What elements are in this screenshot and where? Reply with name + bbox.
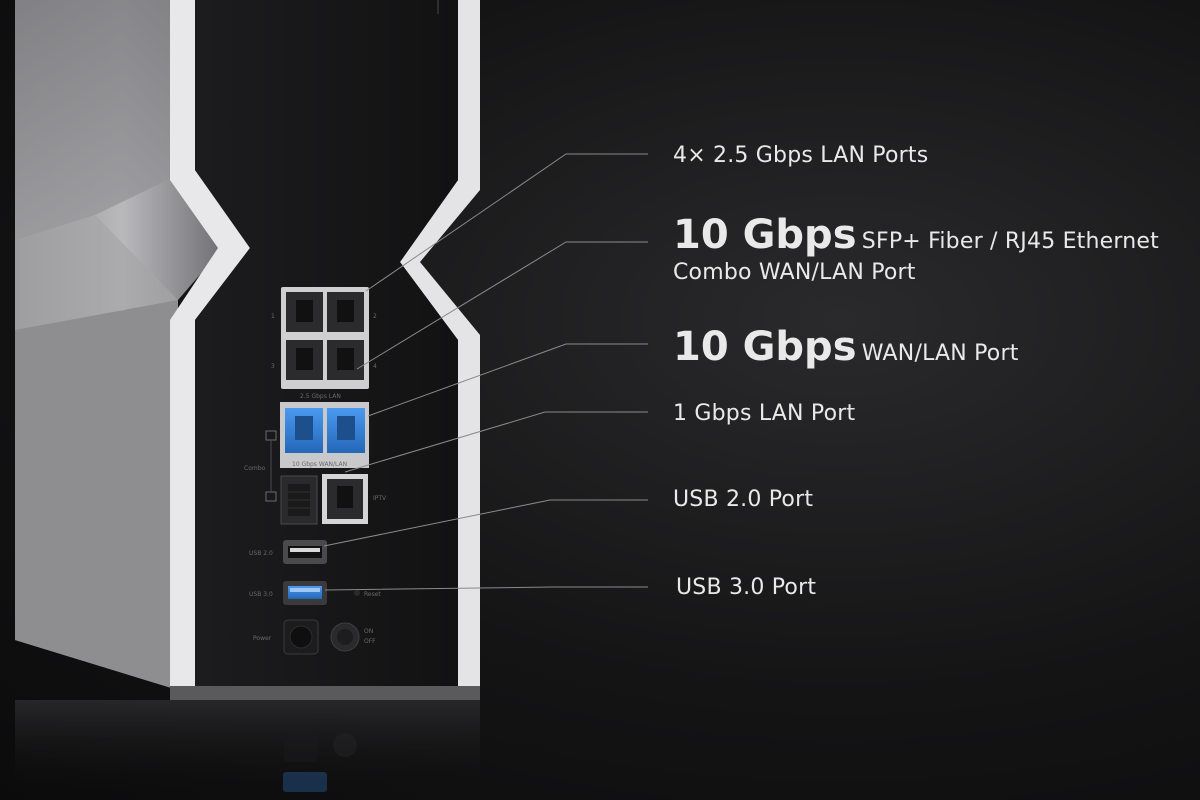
callout-lan-2-5g: 4× 2.5 Gbps LAN Ports [673,143,929,168]
port-label-4: 4 [373,363,377,370]
leader-usb2 [323,499,648,547]
callout-sfp-combo: 10 Gbps SFP+ Fiber / RJ45 Ethernet Combo… [673,212,1159,285]
on-label: ON [364,628,373,635]
usb2-device-label: USB 2.0 [249,550,273,557]
combo-label: Combo [244,465,266,472]
off-label: OFF [364,638,376,645]
callout-wan-10g: 10 Gbps WAN/LAN Port [673,324,1019,370]
port-label-1: 1 [271,313,275,320]
reset-label: Reset [364,591,381,598]
leader-lines [323,153,648,591]
sfp-and-iptv-ports: IPTV [280,474,387,525]
callout-wan-speed: 10 Gbps [673,324,857,370]
leader-usb3 [324,586,648,591]
lan-group-label: 2.5 Gbps LAN [300,393,341,400]
leader-lan-25 [365,153,648,292]
callout-sfp-speed: 10 Gbps [673,212,857,258]
iptv-label: IPTV [373,495,387,502]
floor-reflection [15,686,480,800]
callout-sfp-desc: SFP+ Fiber / RJ45 Ethernet [861,229,1159,254]
port-label-2: 2 [373,313,377,320]
callout-wan-desc: WAN/LAN Port [861,341,1019,366]
power-section: Power ON OFF [253,619,376,655]
callout-usb3: USB 3.0 Port [676,575,817,600]
usb-ports: USB 2.0 USB 3.0 Reset [249,540,381,605]
leader-sfp [356,241,648,370]
power-label: Power [253,635,272,642]
lan-2-5g-ports: 1 2 3 4 2.5 Gbps LAN [271,287,377,400]
leader-lan-1g [344,411,648,473]
usb3-device-label: USB 3.0 [249,591,273,598]
port-label-3: 3 [271,363,275,370]
leader-wan [367,343,648,417]
router-trim [170,0,480,690]
wan-10g-ports: 10 Gbps WAN/LAN Combo [244,402,369,502]
callout-lan-1g: 1 Gbps LAN Port [673,401,856,426]
wan-group-label: 10 Gbps WAN/LAN [292,461,347,468]
callout-sfp-line2: Combo WAN/LAN Port [673,260,916,285]
callout-usb2: USB 2.0 Port [673,487,814,512]
